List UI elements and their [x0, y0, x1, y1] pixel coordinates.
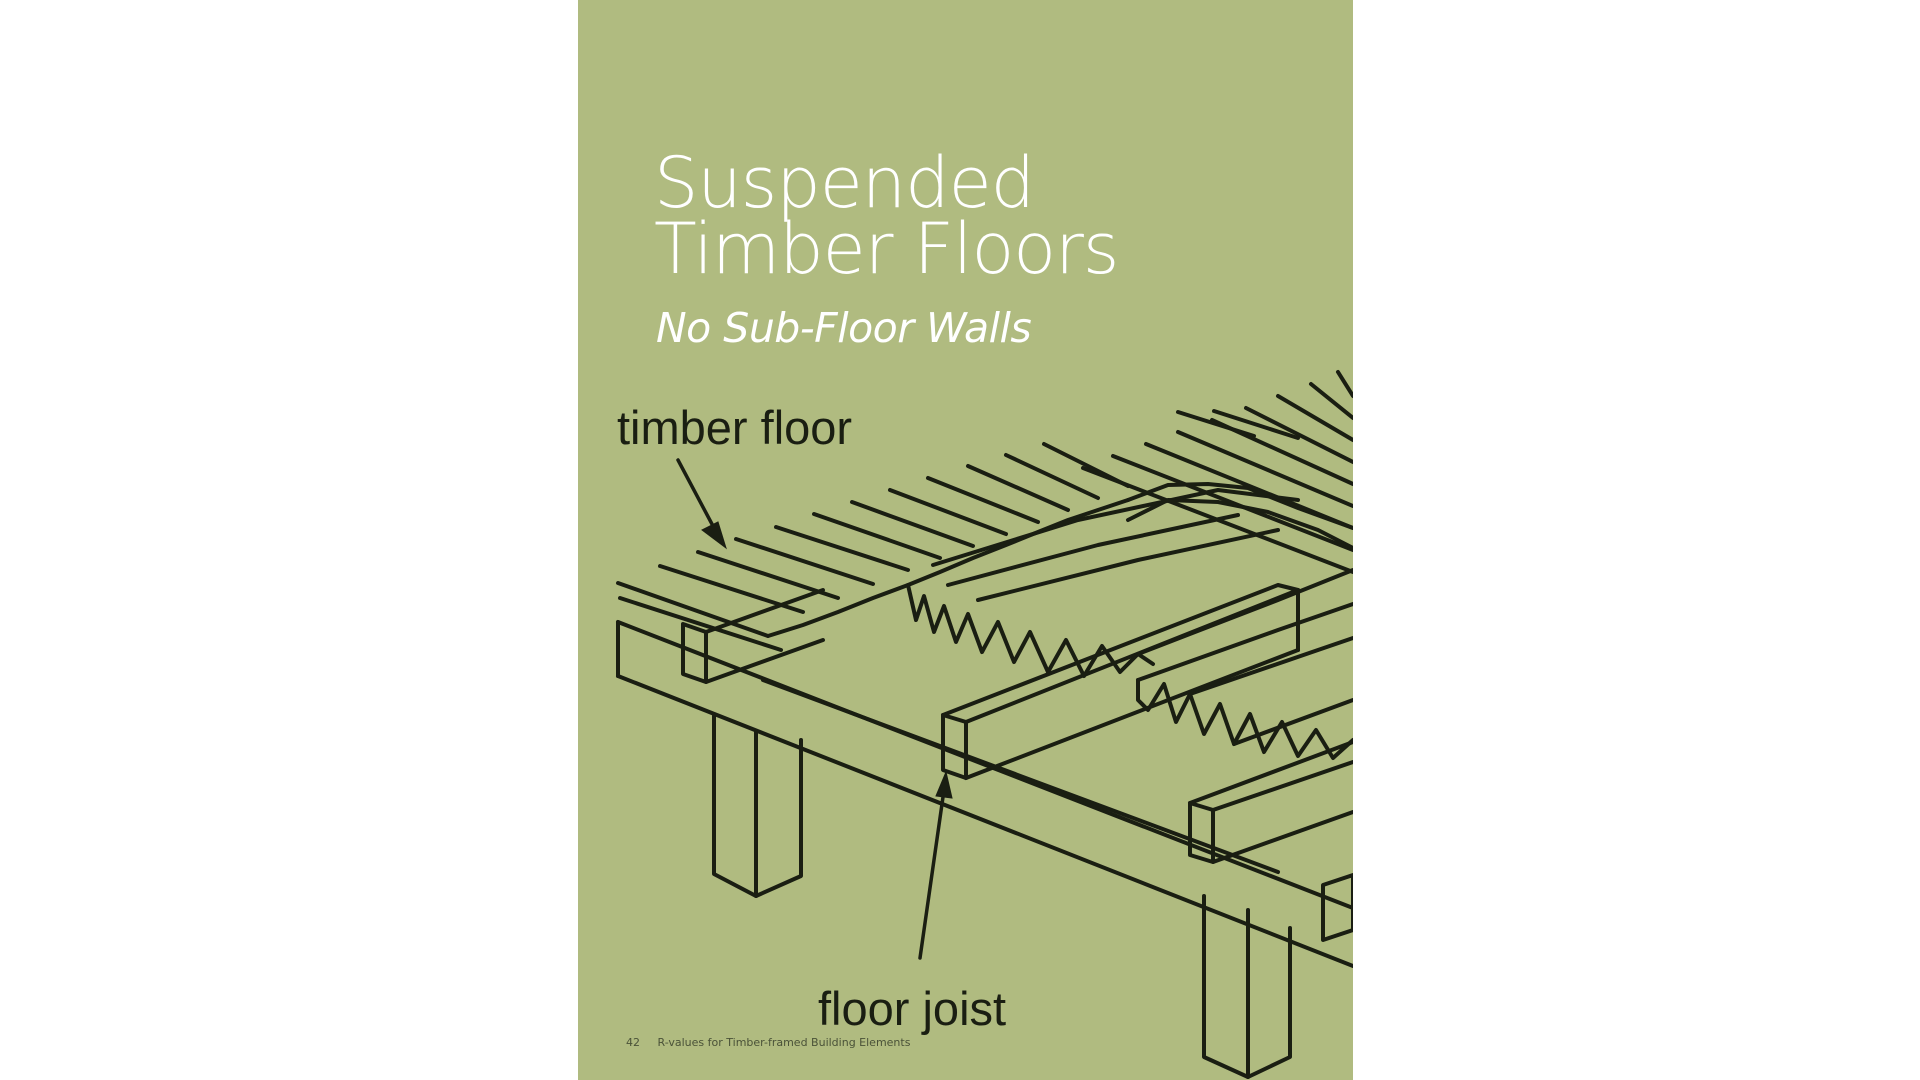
floor-joist-label: floor joist [818, 982, 1007, 1035]
timber-floor-label: timber floor [617, 401, 853, 454]
timber-floor-arrowhead [701, 521, 727, 550]
insulation-pleats [906, 488, 1353, 760]
floor-joists [681, 583, 1353, 942]
publication-title: R-values for Timber-framed Building Elem… [657, 1036, 911, 1049]
posts [712, 714, 1292, 1079]
page-title-line-1: Suspended [654, 142, 1035, 224]
callout-arrows [676, 458, 946, 960]
page-subtitle: No Sub-Floor Walls [656, 304, 1032, 352]
page-number: 42 [626, 1036, 640, 1049]
page-footer: 42 R-values for Timber-framed Building E… [626, 1036, 910, 1049]
document-page: Suspended Timber Floors No Sub-Floor Wal… [578, 0, 1353, 1080]
floor-joist-arrowhead [935, 770, 953, 799]
floor-construction-illustration [616, 370, 1353, 1079]
page-title-line-2: Timber Floors [654, 208, 1119, 290]
floor-boards [616, 370, 1353, 652]
